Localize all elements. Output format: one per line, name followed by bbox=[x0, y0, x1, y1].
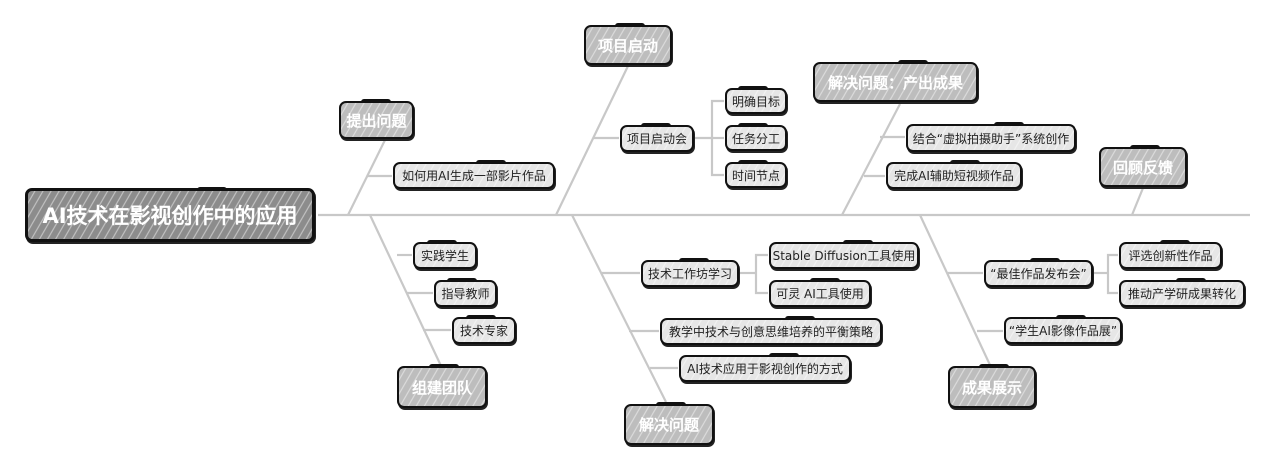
leaf-node[interactable]: 结合“虚拟拍摄助手”系统创作 bbox=[906, 122, 1076, 152]
leaf-node[interactable]: 技术专家 bbox=[452, 315, 516, 344]
bone-tichuwenti bbox=[347, 139, 386, 216]
bone-zujian bbox=[369, 214, 443, 369]
leaf-node[interactable]: 时间节点 bbox=[725, 160, 787, 188]
leaf-node[interactable]: 指导教师 bbox=[434, 278, 497, 307]
leaf-label: 项目启动会 bbox=[626, 132, 687, 146]
branch-label: 成果展示 bbox=[961, 378, 1022, 397]
leaf-node[interactable]: 完成AI辅助短视频作品 bbox=[886, 160, 1022, 189]
bone-jiejue-bottom bbox=[571, 214, 667, 403]
leaf-label: 实践学生 bbox=[420, 249, 469, 263]
branch-node-huigufankui[interactable]: 回顾反馈 bbox=[1099, 145, 1187, 187]
leaf-node[interactable]: AI技术应用于影视创作的方式 bbox=[679, 353, 851, 382]
branch-node-zujiantuandui[interactable]: 组建团队 bbox=[397, 364, 487, 408]
leaf-label: 评选创新性作品 bbox=[1128, 249, 1213, 263]
branch-node-tichuwenti[interactable]: 提出问题 bbox=[339, 99, 414, 139]
leaf-node[interactable]: 可灵 AI工具使用 bbox=[769, 278, 871, 307]
leaf-label: 指导教师 bbox=[441, 287, 490, 301]
leaf-label: 推动产学研成果转化 bbox=[1127, 287, 1236, 301]
branch-label: 提出问题 bbox=[346, 111, 407, 130]
branch-label: 组建团队 bbox=[411, 378, 472, 397]
branch-node-jiejue-chanchu[interactable]: 解决问题：产出成果 bbox=[813, 60, 978, 102]
leaf-node[interactable]: 项目启动会 bbox=[620, 123, 694, 152]
bone-xiangmuqidong bbox=[555, 65, 629, 216]
leaf-node[interactable]: 明确目标 bbox=[725, 86, 787, 114]
leaf-node[interactable]: 实践学生 bbox=[413, 240, 477, 269]
root-node[interactable]: AI技术在影视创作中的应用 bbox=[25, 187, 315, 242]
leaf-node[interactable]: “学生AI影像作品展” bbox=[1004, 315, 1122, 344]
leaf-label: 结合“虚拟拍摄助手”系统创作 bbox=[912, 131, 1070, 146]
leaf-label: 如何用AI生成一部影片作品 bbox=[402, 169, 546, 183]
branch-label: 解决问题 bbox=[638, 416, 699, 434]
leaf-label: “最佳作品发布会” bbox=[990, 267, 1087, 281]
leaf-label: 任务分工 bbox=[731, 131, 780, 146]
branch-label: 项目启动 bbox=[597, 36, 658, 55]
leaf-node[interactable]: 教学中技术与创意思维培养的平衡策略 bbox=[660, 316, 882, 345]
bone-jiejue-top bbox=[841, 103, 901, 216]
branch-label: 解决问题：产出成果 bbox=[827, 73, 963, 92]
leaf-label: Stable Diffusion工具使用 bbox=[772, 249, 916, 263]
leaf-node[interactable]: 如何用AI生成一部影片作品 bbox=[393, 160, 555, 189]
leaf-node[interactable]: 评选创新性作品 bbox=[1119, 240, 1222, 269]
branch-label: 回顾反馈 bbox=[1112, 158, 1173, 177]
root-label: AI技术在影视创作中的应用 bbox=[42, 204, 298, 228]
branch-node-xiangmuqidong[interactable]: 项目启动 bbox=[584, 23, 672, 65]
branch-node-jiejuewenti[interactable]: 解决问题 bbox=[624, 402, 714, 445]
leaf-node[interactable]: Stable Diffusion工具使用 bbox=[769, 240, 919, 269]
leaf-label: 技术工作坊学习 bbox=[647, 267, 732, 281]
leaf-label: 教学中技术与创意思维培养的平衡策略 bbox=[668, 325, 873, 339]
branch-node-chengguozhanshi[interactable]: 成果展示 bbox=[948, 364, 1036, 408]
leaf-label: “学生AI影像作品展” bbox=[1008, 324, 1118, 338]
leaf-label: 技术专家 bbox=[459, 324, 508, 338]
leaf-label: 完成AI辅助短视频作品 bbox=[894, 169, 1014, 183]
leaf-label: AI技术应用于影视创作的方式 bbox=[687, 362, 843, 376]
leaf-label: 可灵 AI工具使用 bbox=[776, 287, 864, 301]
leaf-node[interactable]: 推动产学研成果转化 bbox=[1119, 278, 1245, 307]
bone-chengguo bbox=[919, 214, 991, 366]
leaf-node[interactable]: 任务分工 bbox=[725, 123, 787, 151]
bone-huigu bbox=[1130, 187, 1145, 216]
leaf-node[interactable]: 技术工作坊学习 bbox=[641, 258, 739, 287]
leaf-node[interactable]: “最佳作品发布会” bbox=[984, 258, 1093, 287]
leaf-label: 时间节点 bbox=[731, 168, 780, 183]
leaf-label: 明确目标 bbox=[731, 94, 780, 109]
